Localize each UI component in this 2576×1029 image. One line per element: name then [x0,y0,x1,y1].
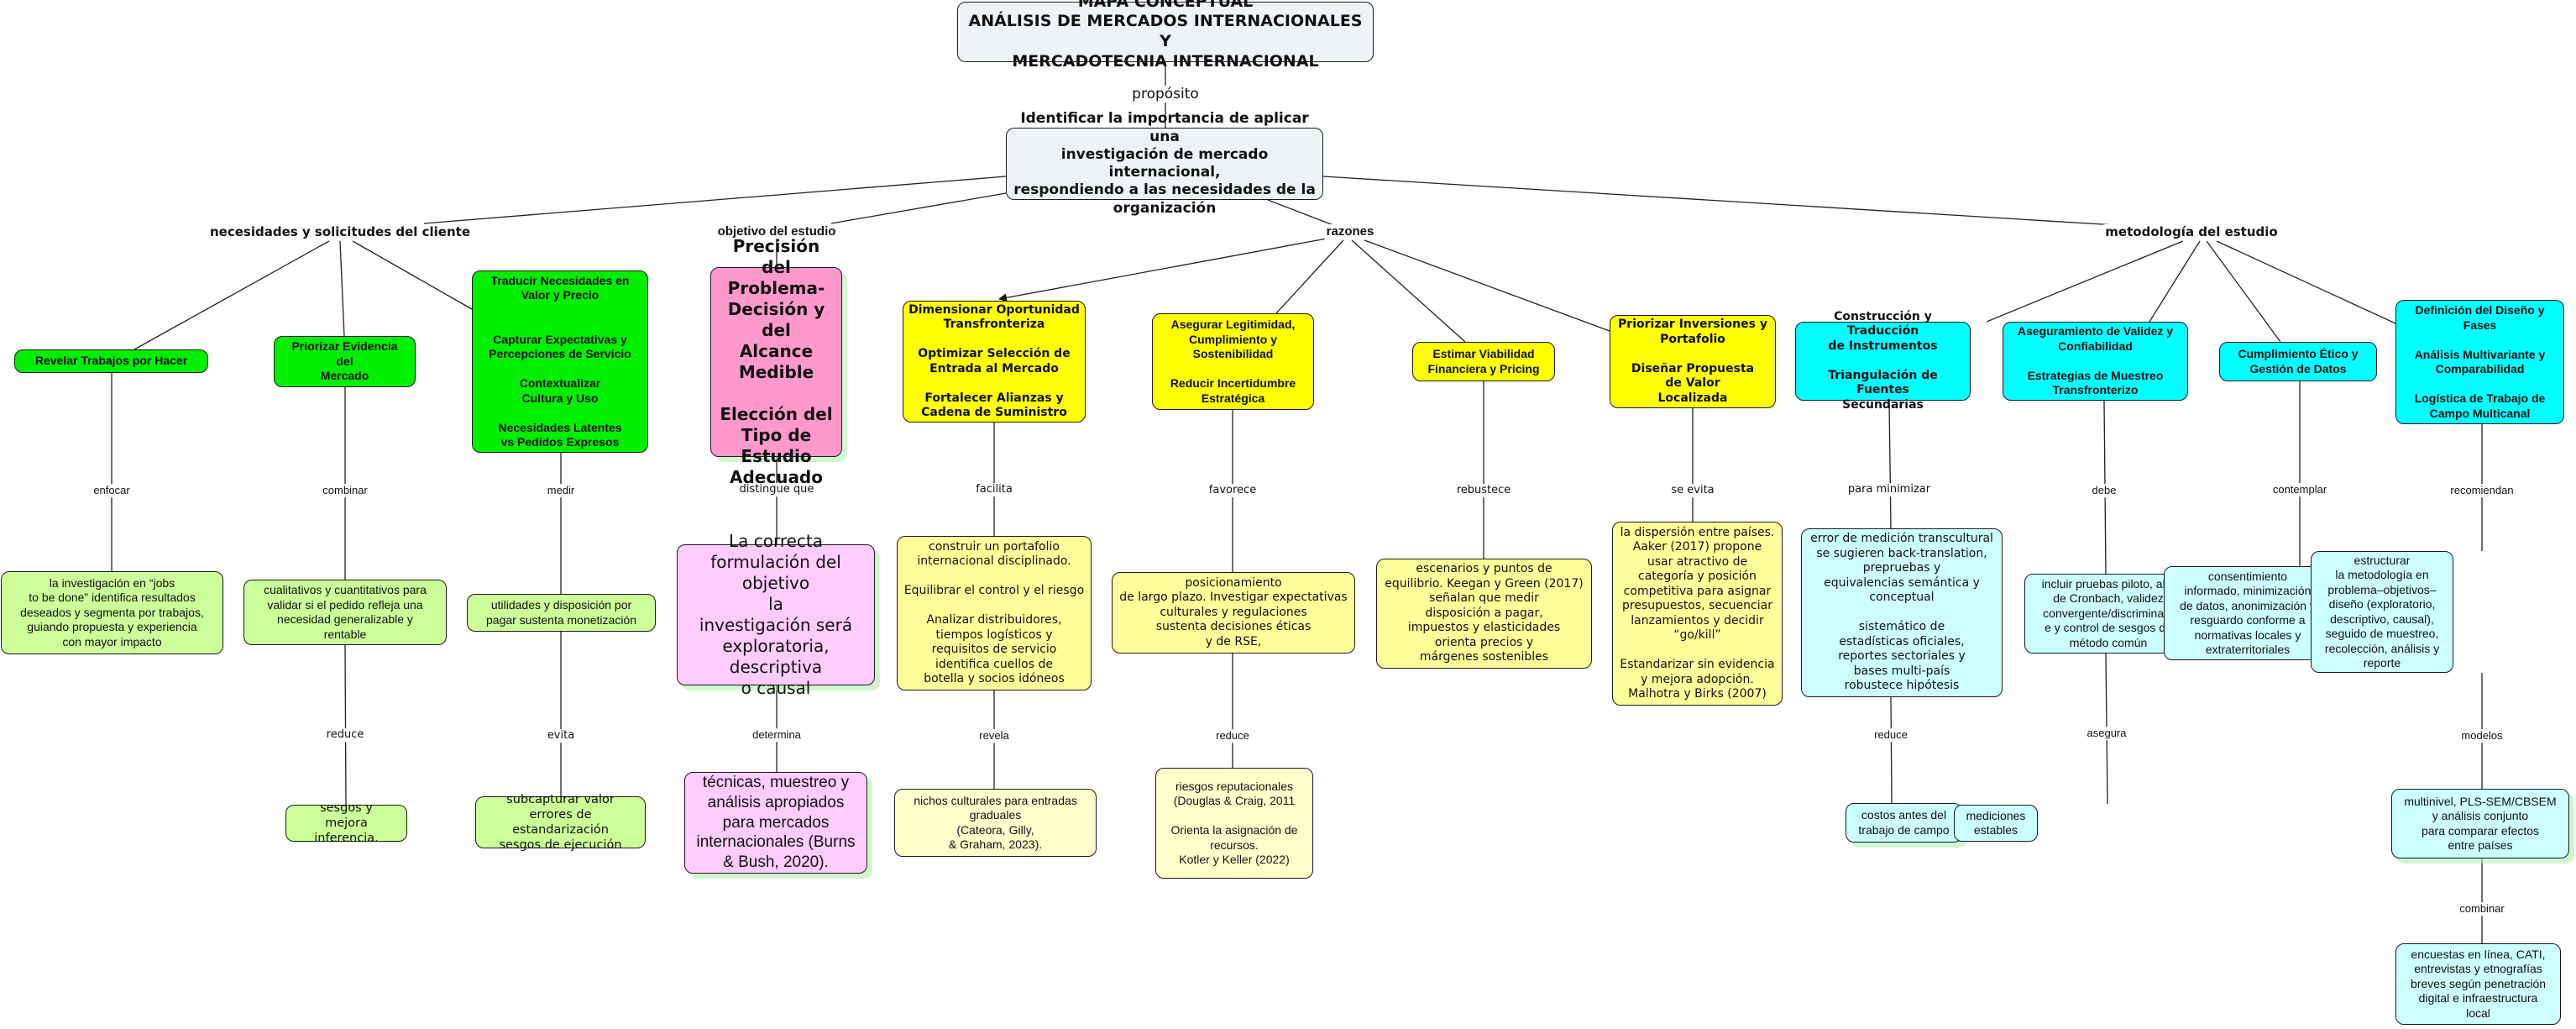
link-phrase: recomiendan [2448,484,2516,497]
link-phrase: debe [2090,484,2118,497]
concept-cumplimiento-etico: Cumplimiento Ético y Gestión de Datos [2219,342,2377,381]
concept-priorizar-evidencia: Priorizar Evidencia del Mercado [274,336,416,387]
link-phrase: evita [545,729,577,743]
detail-error-medicion: error de medición transcultural se sugie… [1801,528,2003,697]
link-phrase: reduce [1214,729,1251,743]
detail-nichos-culturales: nichos culturales para entradas graduale… [894,789,1097,857]
link-line [2216,240,2396,324]
main-concept: Identificar la importancia de aplicar un… [1006,110,1323,217]
link-phrase: para minimizar [1846,483,1933,496]
detail-escenarios: escenarios y puntos de equilibrio. Keega… [1376,559,1592,669]
link-phrase-proposito: propósito [1130,85,1201,103]
link-line [134,240,330,350]
concept-estimar-viabilidad: Estimar Viabilidad Financiera y Pricing [1412,342,1555,381]
link-line [1351,239,1466,343]
detail-riesgos-reputacionales: riesgos reputacionales (Douglas & Craig,… [1155,768,1313,879]
link-phrase: favorece [1207,484,1259,497]
detail-estructurar-metodologia: estructurar la metodología en problema–o… [2311,551,2453,673]
detail-tecnicas-muestreo: técnicas, muestreo y análisis apropiados… [684,772,867,874]
concept-construccion-instrumentos: Construcción y Traducción de Instrumento… [1795,310,1971,412]
detail-correcta-formulacion: La correcta formulación del objetivo la … [677,531,875,698]
concept-priorizar-inversiones: Priorizar Inversiones y Portafolio Diseñ… [1610,315,1776,408]
detail-dispersion-paises: la dispersión entre países. Aaker (2017)… [1612,522,1783,706]
branch-label-necesidades: necesidades y solicitudes del cliente [207,224,473,239]
link-phrase: distingue que [737,483,816,496]
link-phrase: reduce [324,728,366,742]
link-phrase: rebustece [1454,484,1513,497]
link-phrase: se evita [1669,484,1716,497]
detail-consentimiento: consentimiento informado, minimización d… [2164,566,2332,660]
link-phrase: determina [751,728,803,742]
link-line [1986,240,2184,323]
link-phrase: asegura [2085,727,2128,740]
branch-label-objetivo: objetivo del estudio [715,224,838,239]
link-phrase: enfocar [92,484,132,497]
detail-jobs-to-be-done: la investigación en “jobs to be done” id… [1,571,223,654]
detail-portafolio: construir un portafolio internacional di… [897,536,1092,690]
concept-aseguramiento-validez: Aseguramiento de Validez y Confiabilidad… [2003,322,2188,401]
link-line [1888,400,1892,529]
map-title: MAPA CONCEPTUAL ANÁLISIS DE MERCADOS INT… [957,0,1374,71]
link-line [1275,239,1344,314]
link-line [1364,239,1610,332]
branch-label-metodologia: metodología del estudio [2103,224,2280,239]
link-line [339,240,345,337]
link-phrase: combinar [2458,902,2506,916]
concept-dimensionar-oportunidad: Dimensionar Oportunidad Transfronteriza … [903,301,1086,423]
concept-precision-problema: Precisión del Problema- Decisión y del A… [710,236,842,487]
concept-traducir-necesidades: Traducir Necesidades en Valor y Precio C… [472,270,648,453]
link-line [1322,176,2117,226]
detail-utilidades: utilidades y disposición por pagar suste… [467,594,656,632]
link-phrase: combinar [321,484,369,497]
branch-label-razones: razones [1324,224,1376,239]
link-line [830,192,1007,224]
detail-sesgos: sesgos y mejora inferencia. [285,801,407,845]
link-phrase: modelos [2459,729,2505,743]
link-phrase: reduce [1872,728,1909,742]
concept-revelar-trabajos: Revelar Trabajos por Hacer [14,349,208,373]
detail-posicionamiento: posicionamiento de largo plazo. Investig… [1112,572,1355,654]
concept-asegurar-legitimidad: Asegurar Legitimidad, Cumplimiento y Sos… [1152,313,1314,410]
link-line [2149,240,2201,323]
link-line [423,176,1007,224]
link-line [344,644,347,806]
link-phrase: contemplar [2270,483,2329,496]
detail-cualitativos: cualitativos y cuantitativos para valida… [243,580,447,645]
concept-definicion-diseno: Definición del Diseño y Fases Análisis M… [2395,300,2564,424]
detail-costos: costos antes del trabajo de campo [1846,803,1962,843]
link-line [1890,696,1893,804]
link-line [352,240,473,310]
link-phrase: medir [545,484,577,497]
detail-mediciones-estables: mediciones estables [1954,805,2038,842]
link-line [998,238,1327,302]
detail-subcapturar: subcapturar valor errores de estandariza… [475,793,646,852]
detail-multinivel: multinivel, PLS-SEM/CBSEM y análisis con… [2391,789,2569,858]
link-phrase: revela [977,729,1011,743]
link-line [2206,240,2281,343]
link-phrase: facilita [974,483,1014,496]
detail-encuestas: encuestas en línea, CATI, entrevistas y … [2395,943,2561,1025]
